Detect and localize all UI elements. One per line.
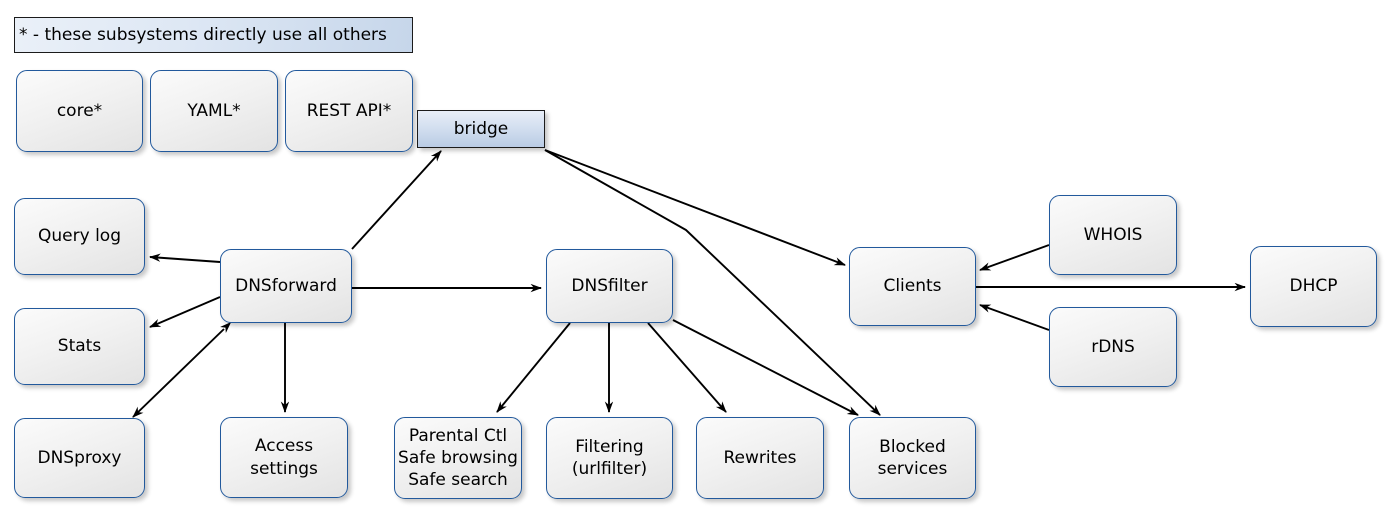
legend-text: * - these subsystems directly use all ot…	[19, 25, 387, 45]
node-parental[interactable]: Parental Ctl Safe browsing Safe search	[394, 417, 522, 499]
node-bridge[interactable]: bridge	[417, 110, 545, 148]
node-clients[interactable]: Clients	[849, 247, 976, 326]
edge-dnsforward-stats	[149, 296, 221, 328]
node-label-dnsforward: DNSforward	[235, 275, 337, 296]
node-label-whois: WHOIS	[1083, 224, 1143, 245]
node-label-bridge: bridge	[453, 118, 509, 139]
node-label-clients: Clients	[883, 276, 942, 297]
node-restapi[interactable]: REST API*	[285, 70, 413, 152]
edge-dnsforward-bridge	[351, 150, 442, 250]
node-label-parental: Parental Ctl Safe browsing Safe search	[398, 425, 518, 491]
node-label-access: Access settings	[250, 436, 318, 479]
node-rdns[interactable]: rDNS	[1049, 307, 1177, 387]
node-rewrites[interactable]: Rewrites	[696, 417, 824, 499]
node-querylog[interactable]: Query log	[14, 198, 145, 275]
edge-rdns-clients	[979, 304, 1050, 331]
edge-dnsforward-dnsproxy	[132, 322, 232, 418]
node-label-filtering: Filtering (urlfilter)	[571, 436, 648, 479]
node-dnsfilter[interactable]: DNSfilter	[546, 249, 673, 323]
node-label-blocked: Blocked services	[877, 436, 948, 479]
node-stats[interactable]: Stats	[14, 308, 145, 385]
edge-whois-clients	[979, 244, 1050, 271]
node-whois[interactable]: WHOIS	[1049, 195, 1177, 275]
node-core[interactable]: core*	[16, 70, 143, 152]
node-filtering[interactable]: Filtering (urlfilter)	[546, 417, 673, 499]
node-dhcp[interactable]: DHCP	[1250, 246, 1377, 327]
edge-dnsfilter-blocked	[672, 319, 859, 416]
node-label-rdns: rDNS	[1091, 336, 1135, 357]
node-label-core: core*	[56, 100, 103, 121]
edge-bridge-clients	[544, 149, 846, 266]
node-label-dnsfilter: DNSfilter	[571, 275, 648, 296]
edge-dnsforward-querylog	[149, 253, 221, 263]
node-label-yaml: YAML*	[187, 100, 241, 121]
node-blocked[interactable]: Blocked services	[849, 417, 976, 499]
node-access[interactable]: Access settings	[220, 417, 348, 498]
node-label-dhcp: DHCP	[1289, 276, 1338, 297]
node-yaml[interactable]: YAML*	[150, 70, 278, 152]
node-label-querylog: Query log	[38, 226, 121, 247]
edge-dnsfilter-parental	[496, 322, 571, 413]
node-label-stats: Stats	[57, 336, 102, 357]
node-label-restapi: REST API*	[306, 100, 392, 121]
node-label-rewrites: Rewrites	[723, 447, 797, 468]
node-dnsforward[interactable]: DNSforward	[220, 249, 352, 323]
legend-box: * - these subsystems directly use all ot…	[14, 17, 413, 53]
edge-dnsfilter-rewrites	[647, 322, 727, 413]
node-dnsproxy[interactable]: DNSproxy	[14, 418, 145, 498]
node-label-dnsproxy: DNSproxy	[37, 447, 122, 468]
